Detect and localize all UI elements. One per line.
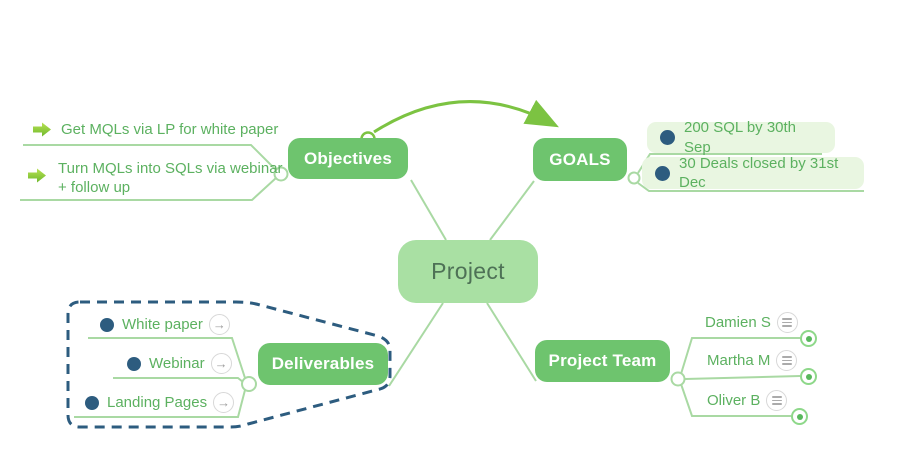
branch-node-deliverables[interactable]: Deliverables xyxy=(258,343,388,385)
connector-deliverables-item-2 xyxy=(113,377,244,383)
menu-in-circle-icon[interactable] xyxy=(776,350,798,371)
menu-in-circle-icon[interactable] xyxy=(766,390,788,411)
goal-item-label: 30 Deals closed by 31st Dec xyxy=(679,154,839,191)
connector-objectives-item-1 xyxy=(23,144,277,171)
objectives-item-webinar-sqls[interactable]: Turn MQLs into SQLs via webinar + follow… xyxy=(28,159,288,197)
deliverables-boundary-outline xyxy=(66,300,392,429)
deliverable-item-webinar[interactable]: Webinar xyxy=(127,351,232,376)
connector-deliverables-item-1 xyxy=(88,337,246,379)
team-member-damien-s[interactable]: Damien S xyxy=(705,312,798,333)
objectives-item-white-paper-mqls[interactable]: Get MQLs via LP for white paper xyxy=(33,120,278,142)
arrow-in-circle-icon[interactable] xyxy=(210,353,232,374)
filled-dot-icon xyxy=(100,317,114,332)
junction-goals xyxy=(627,171,641,185)
filled-dot-icon xyxy=(660,130,675,145)
team-member-oliver-b[interactable]: Oliver B xyxy=(707,390,788,411)
junction-team xyxy=(670,371,686,387)
filled-dot-icon xyxy=(85,395,99,410)
bullseye-marker-icon xyxy=(800,330,817,347)
goal-item-30-deals[interactable]: 30 Deals closed by 31st Dec xyxy=(642,154,864,191)
team-member-martha-m[interactable]: Martha M xyxy=(707,350,798,371)
bullseye-marker-icon xyxy=(800,368,817,385)
deliverable-item-label: Landing Pages xyxy=(107,393,208,411)
team-member-label: Damien S xyxy=(705,313,771,331)
branch-node-objectives[interactable]: Objectives xyxy=(288,138,408,179)
connector-root-goals xyxy=(489,180,535,241)
deliverable-item-label: White paper xyxy=(122,315,203,333)
team-member-label: Oliver B xyxy=(707,391,761,409)
deliverable-item-landing-pages[interactable]: Landing Pages xyxy=(85,390,235,415)
arrow-in-circle-icon[interactable] xyxy=(208,314,230,335)
root-node-project[interactable]: Project xyxy=(398,240,538,303)
deliverable-item-white-paper[interactable]: White paper xyxy=(100,312,230,337)
connector-team-item-3 xyxy=(680,383,791,417)
green-arrow-icon xyxy=(33,122,52,142)
connector-team-item-1 xyxy=(680,337,800,375)
arrow-in-circle-icon[interactable] xyxy=(213,392,235,413)
connector-root-deliverables xyxy=(388,302,444,387)
bullseye-marker-icon xyxy=(791,408,808,425)
junction-objectives xyxy=(273,166,289,182)
green-arrow-icon xyxy=(28,168,47,188)
junction-deliverables xyxy=(241,376,257,392)
relationship-arrow[interactable] xyxy=(373,99,559,134)
connector-deliverables-item-3 xyxy=(74,389,246,418)
deliverable-item-label: Webinar xyxy=(149,354,205,372)
objectives-item-label: Get MQLs via LP for white paper xyxy=(61,121,279,138)
goal-item-label: 200 SQL by 30th Sep xyxy=(684,119,797,156)
connector-team-item-2 xyxy=(684,375,801,380)
goal-item-200-sql[interactable]: 200 SQL by 30th Sep xyxy=(647,119,835,156)
connector-root-objectives xyxy=(410,179,447,241)
branch-node-goals[interactable]: GOALS xyxy=(533,138,627,181)
filled-dot-icon xyxy=(127,356,141,371)
filled-dot-icon xyxy=(655,165,670,181)
connector-objectives-item-2 xyxy=(20,177,277,201)
menu-in-circle-icon[interactable] xyxy=(776,312,798,333)
team-member-label: Martha M xyxy=(707,351,771,369)
connector-root-team xyxy=(486,302,537,382)
branch-node-project-team[interactable]: Project Team xyxy=(535,340,670,382)
connector-goals-item-2 xyxy=(637,182,864,192)
objectives-item-label: Turn MQLs into SQLs via webinar + follow… xyxy=(58,160,283,197)
